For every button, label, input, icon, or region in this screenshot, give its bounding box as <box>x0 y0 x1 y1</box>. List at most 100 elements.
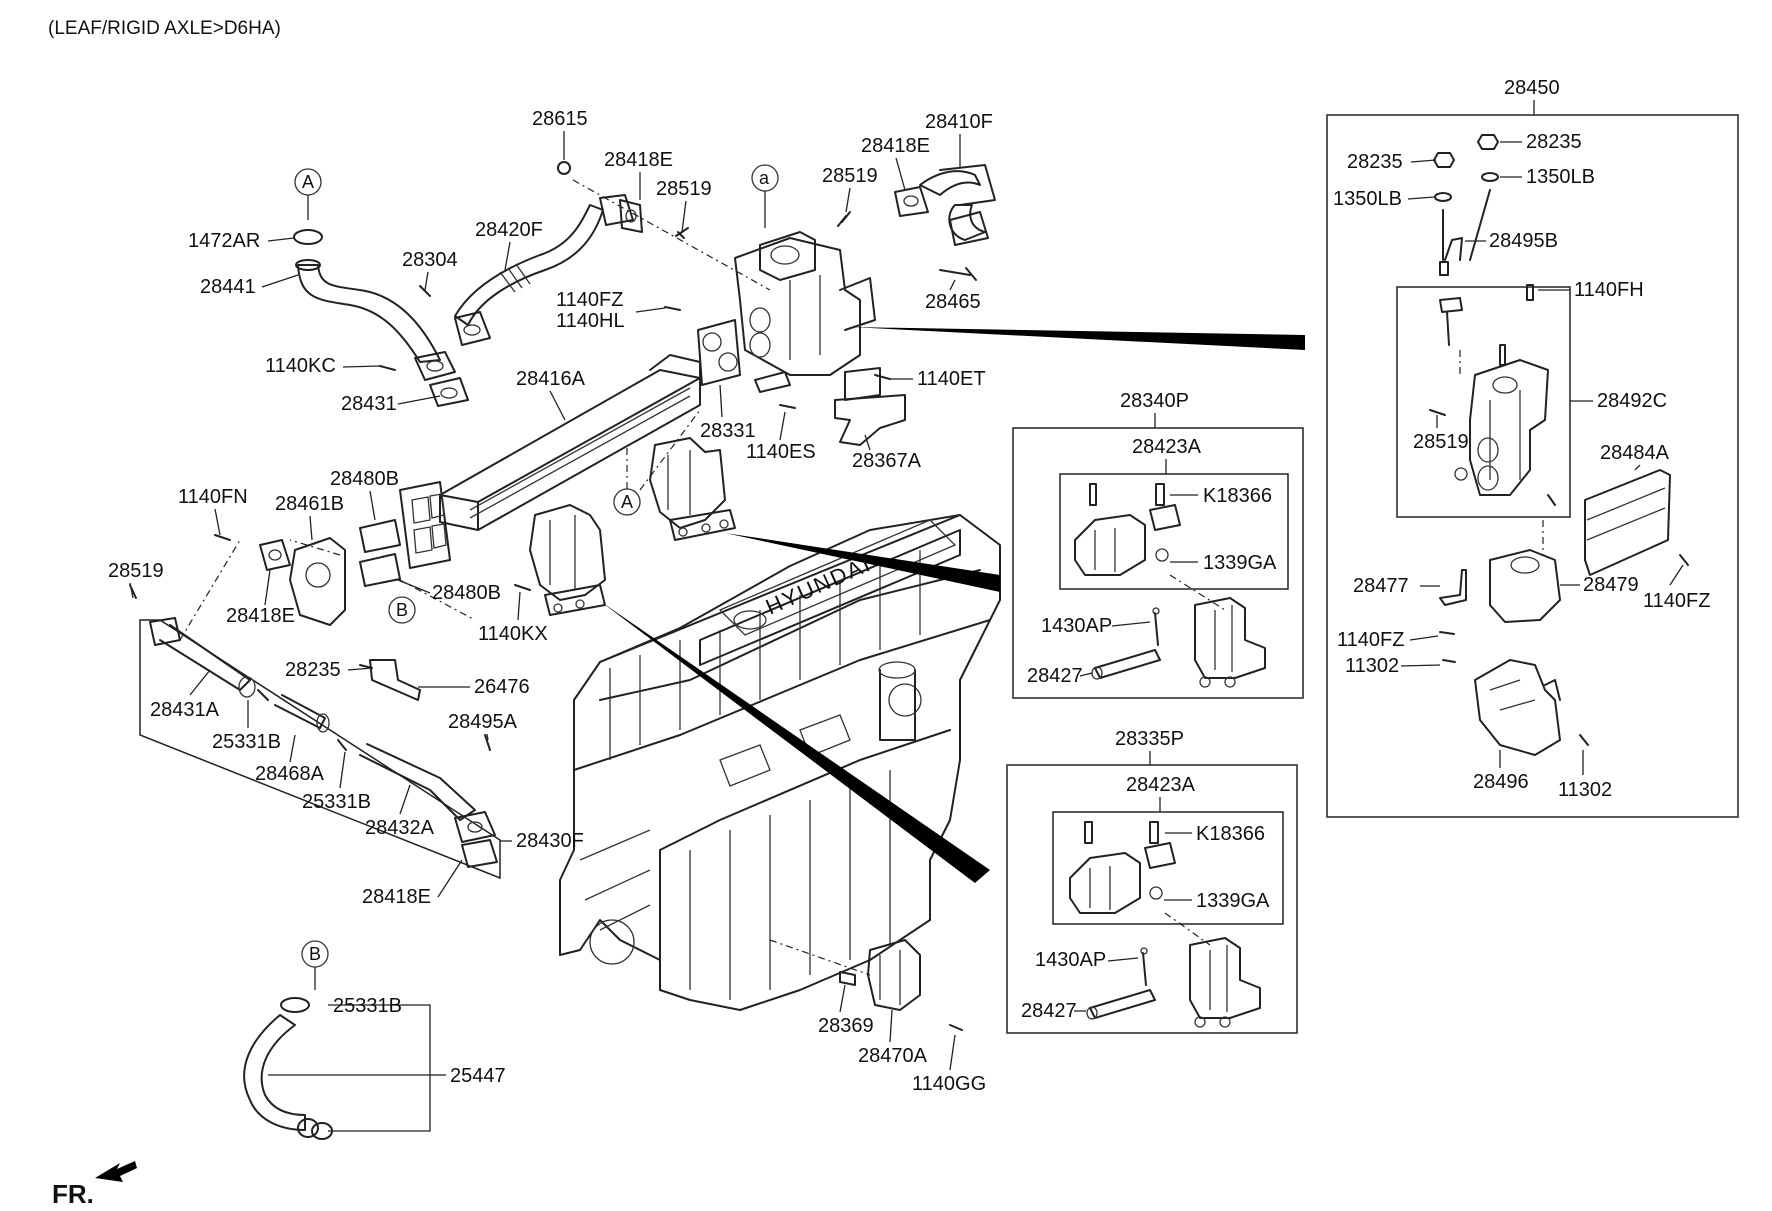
egr-elbow-28410F <box>894 164 996 246</box>
label-28418E-b: 28418E <box>861 135 930 157</box>
main-labels: 28615 28410F 28418E 28418E 28519 28519 2… <box>108 108 993 1095</box>
label-28416A: 28416A <box>516 368 586 390</box>
label-1140FN: 1140FN <box>178 486 248 508</box>
stud-28519-top <box>837 211 851 227</box>
box-28450-28496: 28496 <box>1473 771 1529 793</box>
egr-inlet-pipe: A <box>293 168 469 407</box>
label-28519-a: 28519 <box>656 178 712 200</box>
label-28480B-a: 28480B <box>330 468 399 490</box>
label-28304: 28304 <box>402 249 458 271</box>
gasket-28331 <box>697 319 741 386</box>
label-28430F: 28430F <box>516 830 584 852</box>
label-28519-b: 28519 <box>822 165 878 187</box>
egr-pipe-28420F <box>454 194 634 346</box>
label-1140KC: 1140KC <box>265 355 336 377</box>
box-28340P-1339GA: 1339GA <box>1203 552 1277 574</box>
label-1140FZ-a: 1140FZ <box>556 289 623 311</box>
box-28450: 28450 28235 28235 1350LB 1350LB 28495B 1… <box>1326 77 1739 818</box>
box-28340P-1430AP: 1430AP <box>1041 615 1112 637</box>
ref-circle-b-lower: B <box>309 944 321 964</box>
label-28410F: 28410F <box>925 111 993 133</box>
label-28465: 28465 <box>925 291 981 313</box>
label-1140ES: 1140ES <box>746 441 816 463</box>
ref-circle-a-small: a <box>759 168 770 188</box>
label-28519-c: 28519 <box>108 560 164 582</box>
box-28450-11302-left: 11302 <box>1345 655 1399 677</box>
box-28450-28495B: 28495B <box>1489 230 1558 252</box>
label-28418E-a: 28418E <box>604 149 673 171</box>
label-25331B-b: 25331B <box>302 791 371 813</box>
label-25447: 25447 <box>450 1065 506 1087</box>
wedge-to-28340P <box>725 533 1000 592</box>
box-28335P-1430AP: 1430AP <box>1035 949 1106 971</box>
label-1140HL: 1140HL <box>556 310 625 332</box>
label-1472AR: 1472AR <box>188 230 260 252</box>
label-28431: 28431 <box>341 393 397 415</box>
label-25331B-a: 25331B <box>212 731 281 753</box>
box-28335P: 28335P 28423A K18366 1339GA 1430AP 28427 <box>1006 728 1298 1034</box>
label-28480B-b: 28480B <box>432 582 501 604</box>
hose-25447: B <box>243 940 431 1140</box>
flange-28461B: B <box>214 519 416 626</box>
label-28235-a: 28235 <box>285 659 341 681</box>
box-28450-1350LB-right: 1350LB <box>1526 166 1595 188</box>
label-28468A: 28468A <box>255 763 325 785</box>
box-28450-28519: 28519 <box>1413 431 1469 453</box>
label-1140KX: 1140KX <box>478 623 548 645</box>
wedge-to-28335P <box>600 601 990 883</box>
box-28335P-title: 28335P <box>1115 728 1184 750</box>
label-1140ET: 1140ET <box>917 368 986 390</box>
box-28340P-inner-title: 28423A <box>1132 436 1202 458</box>
box-28340P-title: 28340P <box>1120 390 1189 412</box>
label-28331: 28331 <box>700 420 756 442</box>
box-28450-28477: 28477 <box>1353 575 1409 597</box>
bolt-28465 <box>939 267 977 281</box>
wedge-to-28450 <box>850 327 1305 350</box>
label-28470A: 28470A <box>858 1045 928 1067</box>
ref-circle-a-upper: A <box>302 172 314 192</box>
box-28340P-k18366: K18366 <box>1203 485 1272 507</box>
pipe-group-28430F <box>129 584 501 880</box>
label-28367A: 28367A <box>852 450 922 472</box>
box-28450-11302-right: 11302 <box>1558 779 1612 801</box>
box-28450-title: 28450 <box>1504 77 1560 99</box>
label-28418E-c: 28418E <box>226 605 295 627</box>
box-28335P-28427: 28427 <box>1021 1000 1077 1022</box>
label-1140GG: 1140GG <box>912 1073 986 1095</box>
label-28615: 28615 <box>532 108 588 130</box>
box-28335P-1339GA: 1339GA <box>1196 890 1270 912</box>
ref-circle-b-upper: B <box>396 600 408 620</box>
box-28450-1140FZ-right: 1140FZ <box>1643 590 1710 612</box>
box-28450-28484A: 28484A <box>1600 442 1670 464</box>
label-28432A: 28432A <box>365 817 435 839</box>
box-28450-1350LB-left: 1350LB <box>1333 188 1402 210</box>
label-26476: 26476 <box>474 676 530 698</box>
box-28335P-k18366: K18366 <box>1196 823 1265 845</box>
box-28335P-inner-title: 28423A <box>1126 774 1196 796</box>
label-28461B: 28461B <box>275 493 344 515</box>
bracket-28367A <box>779 367 906 446</box>
ref-circle-a-lower: A <box>621 492 633 512</box>
cooler-bracket-left <box>514 504 606 616</box>
box-28340P-28427: 28427 <box>1027 665 1083 687</box>
bracket-28470A <box>769 939 963 1031</box>
direction-indicator: FR. <box>52 1161 137 1209</box>
box-28450-28492C: 28492C <box>1597 390 1667 412</box>
cooler-bracket-center: A <box>613 437 736 541</box>
box-28450-28235-left: 28235 <box>1347 151 1403 173</box>
diagram-title: (LEAF/RIGID AXLE>D6HA) <box>48 18 281 39</box>
label-28420F: 28420F <box>475 219 543 241</box>
label-28369: 28369 <box>818 1015 874 1037</box>
arrow-icon <box>95 1161 137 1182</box>
label-25331B-c: 25331B <box>333 995 402 1017</box>
box-28340P: 28340P 28423A K18366 1339GA 1430AP 28427 <box>1012 390 1304 699</box>
box-28450-1140FH: 1140FH <box>1574 279 1644 301</box>
engine-block: HYUNDAI <box>559 514 1001 1011</box>
egr-valve-assembly: a <box>734 164 876 393</box>
box-28450-28479: 28479 <box>1583 574 1639 596</box>
label-28418E-d: 28418E <box>362 886 431 908</box>
direction-fr-label: FR. <box>52 1179 94 1209</box>
label-28431A: 28431A <box>150 699 220 721</box>
label-28495A: 28495A <box>448 711 518 733</box>
